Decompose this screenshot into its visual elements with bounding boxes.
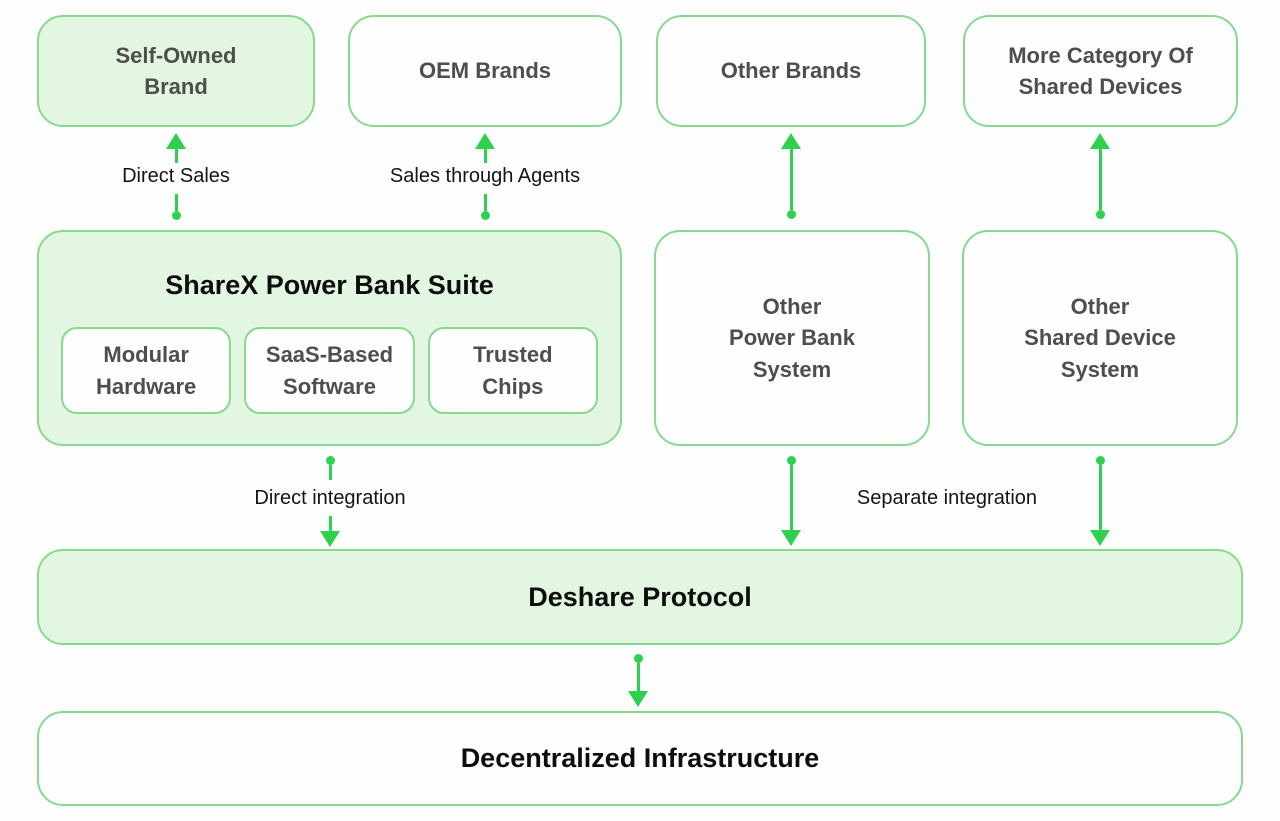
arrowhead-down-icon — [628, 691, 648, 707]
node-more-category-shared-devices-label: More Category Of Shared Devices — [1008, 42, 1193, 99]
arrowhead-down-icon — [320, 531, 340, 547]
node-other-power-bank-system: Other Power Bank System — [654, 230, 930, 446]
arrow-shaft — [636, 663, 640, 691]
node-more-category-shared-devices: More Category Of Shared Devices — [963, 15, 1238, 127]
arrow-dot-icon — [325, 456, 335, 465]
node-oem-brands: OEM Brands — [348, 15, 622, 127]
arrow-shaft — [1098, 465, 1102, 530]
arrow-other-brands-up — [781, 133, 801, 219]
arrow-more-category-up — [1090, 133, 1110, 219]
node-other-shared-device-system: Other Shared Device System — [962, 230, 1238, 446]
edge-label-sales-through-agents: Sales through Agents — [389, 165, 581, 187]
arrow-shaft — [483, 194, 487, 211]
node-other-shared-device-system-label: Other Shared Device System — [1024, 294, 1176, 382]
node-saas-based-software-label: SaaS-Based Software — [265, 342, 394, 399]
node-saas-based-software: SaaS-Based Software — [244, 327, 415, 414]
arrow-separate-integration-right — [1090, 456, 1110, 546]
arrow-dot-icon — [786, 456, 796, 465]
arrow-deshare-to-infrastructure — [628, 654, 648, 707]
arrow-dot-icon — [1095, 456, 1105, 465]
arrow-dot-icon — [633, 654, 643, 663]
arrow-shaft — [483, 149, 487, 163]
node-deshare-protocol: Deshare Protocol — [37, 549, 1243, 645]
arrowhead-up-icon — [166, 133, 186, 149]
arrow-dot-icon — [1095, 210, 1105, 219]
arrow-dot-icon — [786, 210, 796, 219]
arrow-direct-integration-lower — [320, 516, 340, 547]
edge-label-direct-integration: Direct integration — [254, 487, 406, 509]
node-decentralized-infrastructure-label: Decentralized Infrastructure — [460, 743, 820, 773]
arrow-shaft — [789, 149, 793, 210]
node-other-power-bank-system-label: Other Power Bank System — [729, 294, 855, 382]
edge-label-direct-sales: Direct Sales — [122, 165, 230, 187]
node-other-brands: Other Brands — [656, 15, 926, 127]
node-other-brands-label: Other Brands — [720, 58, 862, 84]
arrowhead-up-icon — [781, 133, 801, 149]
arrow-direct-sales-upper — [166, 133, 186, 163]
arrow-direct-sales-lower — [166, 194, 186, 220]
edge-label-separate-integration: Separate integration — [856, 487, 1038, 509]
arrowhead-down-icon — [1090, 530, 1110, 546]
node-modular-hardware: Modular Hardware — [61, 327, 232, 414]
arrow-shaft — [328, 465, 332, 480]
arrow-shaft — [174, 194, 178, 211]
arrow-shaft — [328, 516, 332, 531]
arrow-separate-integration-left — [781, 456, 801, 546]
node-trusted-chips-label: Trusted Chips — [473, 342, 553, 399]
node-self-owned-brand-label: Self-Owned Brand — [115, 42, 237, 99]
arrow-shaft — [789, 465, 793, 530]
arrow-sales-through-agents-upper — [475, 133, 495, 163]
arrowhead-up-icon — [1090, 133, 1110, 149]
node-self-owned-brand: Self-Owned Brand — [37, 15, 315, 127]
node-oem-brands-label: OEM Brands — [418, 58, 552, 84]
arrow-sales-through-agents-lower — [475, 194, 495, 220]
node-trusted-chips: Trusted Chips — [427, 327, 598, 414]
arrow-shaft — [1098, 149, 1102, 210]
arrowhead-down-icon — [781, 530, 801, 546]
arrowhead-up-icon — [475, 133, 495, 149]
node-sharex-power-bank-suite: ShareX Power Bank Suite Modular Hardware… — [37, 230, 622, 446]
arrow-shaft — [174, 149, 178, 163]
sharex-suite-components: Modular Hardware SaaS-Based Software Tru… — [61, 327, 598, 414]
arrow-dot-icon — [171, 211, 181, 220]
arrow-dot-icon — [480, 211, 490, 220]
node-decentralized-infrastructure: Decentralized Infrastructure — [37, 711, 1243, 806]
node-deshare-protocol-label: Deshare Protocol — [528, 581, 752, 612]
sharex-suite-title: ShareX Power Bank Suite — [165, 270, 494, 300]
arrow-direct-integration-upper — [320, 456, 340, 480]
node-modular-hardware-label: Modular Hardware — [96, 342, 197, 399]
